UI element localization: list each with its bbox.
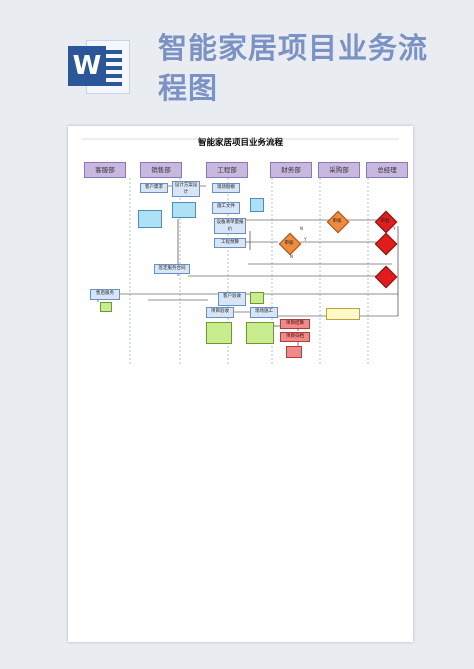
flow-lines (82, 138, 399, 366)
node-project-settlement: 项目结算 (280, 319, 310, 329)
banner-title: 智能家居项目业务流程图 (158, 31, 429, 105)
node-customer-acceptance: 客户验收 (218, 292, 246, 306)
word-icon-line (94, 74, 122, 78)
node-engineering-budget: 工程预算 (214, 238, 246, 248)
lane-finance: 财务部 (270, 162, 312, 178)
node-design-plan: 设计方案设计 (172, 181, 200, 197)
diamond-approve-1-label: 审批 (380, 219, 390, 224)
node-after-sales: 售后服务 (90, 289, 120, 300)
node-project-acceptance: 项目验收 (206, 307, 234, 318)
word-icon-line (94, 58, 122, 62)
node-site-survey: 现场勘察 (212, 183, 240, 193)
node-customer-demand: 客户需求 (140, 183, 168, 193)
word-icon-line (94, 50, 122, 54)
node-archive-doc (286, 346, 302, 358)
doc-customer-info (138, 210, 162, 228)
word-icon-line (94, 82, 122, 86)
word-icon: W (68, 38, 130, 94)
word-icon-line (94, 66, 122, 70)
edge-label-yes: Y (304, 237, 307, 242)
node-equipment-list: 设备清单量报价 (214, 218, 246, 234)
lane-sales: 销售部 (140, 162, 182, 178)
doc-construction-plan (250, 198, 264, 212)
doc-service-record (100, 302, 112, 312)
node-pending-note (326, 308, 360, 320)
diamond-check-label: 审核 (284, 241, 294, 246)
edge-label-yes: Y (393, 226, 396, 231)
doc-customer-form (250, 292, 264, 304)
edge-label-no: N (290, 254, 293, 259)
document-title: 智能家居项目业务流程 (197, 138, 283, 148)
node-site-construction: 现场施工 (250, 307, 278, 318)
banner: W 智能家居项目业务流程图 (0, 0, 474, 118)
edge-label-no: N (300, 226, 303, 231)
document-page: 智能家居项目业务流程 (68, 126, 413, 642)
node-project-archive: 项目归档 (280, 332, 310, 342)
doc-design-plan (172, 202, 196, 218)
node-construction-doc: 施工文件 (212, 202, 240, 214)
diamond-review-label: 审核 (332, 219, 342, 224)
node-sign-contract: 签定服务合同 (154, 264, 190, 274)
doc-construction-record (246, 322, 274, 344)
lane-general-manager: 总经理 (366, 162, 408, 178)
lane-purchasing: 采购部 (318, 162, 360, 178)
lane-customer-service: 客服部 (84, 162, 126, 178)
word-icon-letter: W (68, 46, 106, 86)
lane-engineering: 工程部 (206, 162, 248, 178)
doc-acceptance-report (206, 322, 232, 344)
